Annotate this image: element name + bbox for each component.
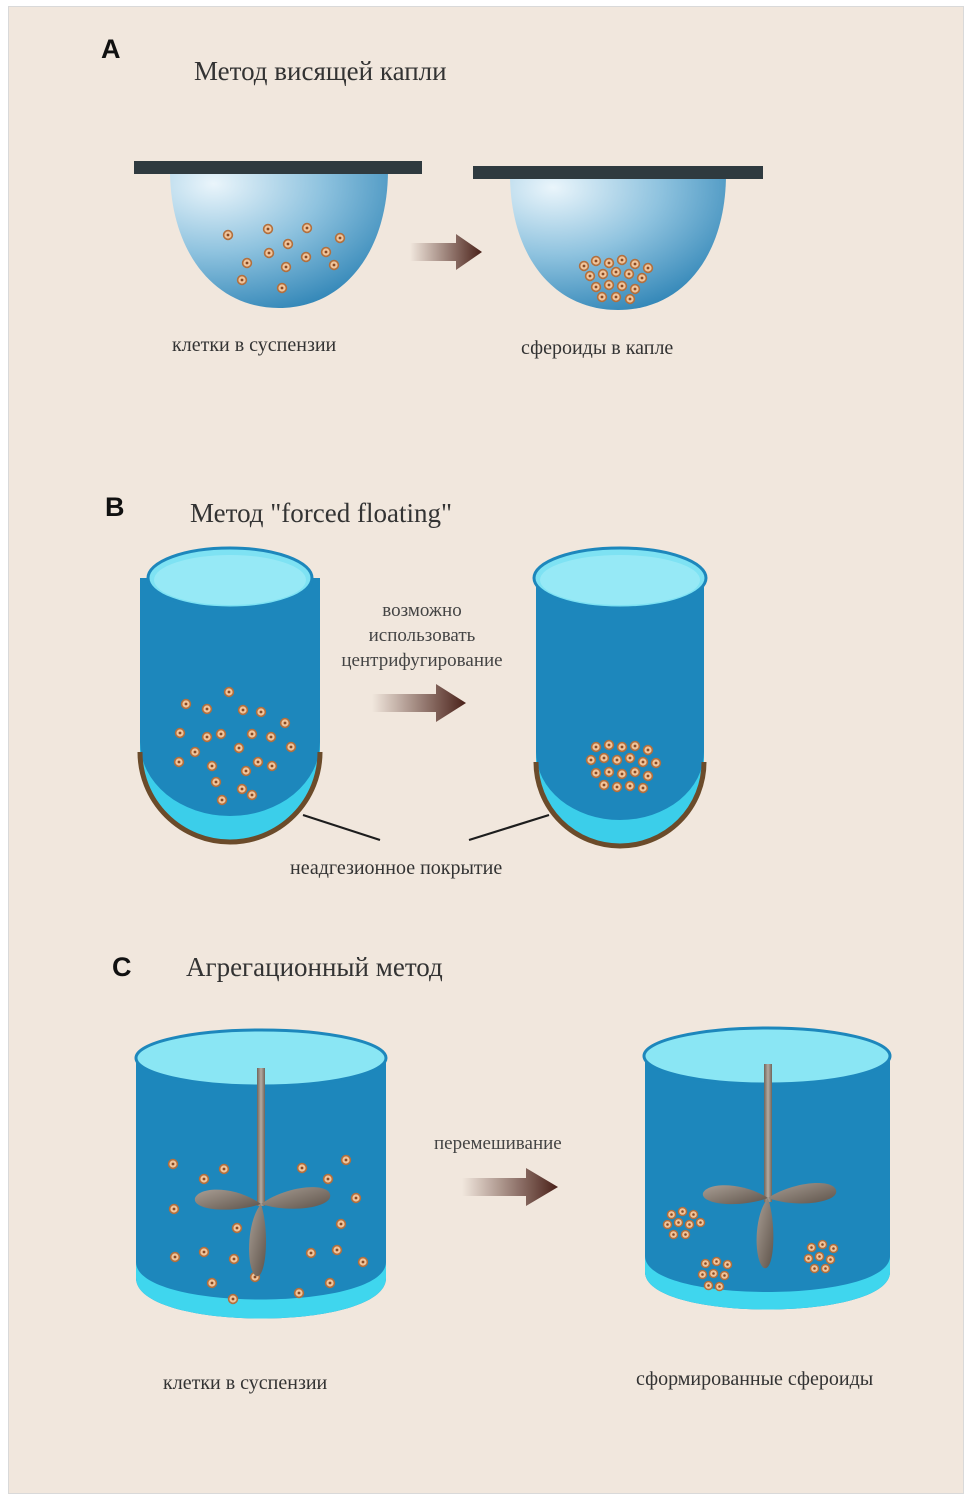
hanging-drop-left: [134, 161, 422, 308]
arrow-note-line-1: возможно: [382, 600, 462, 621]
panel-c-right-caption: сформированные сфероиды: [636, 1368, 874, 1390]
hanging-drop-right: [473, 166, 763, 310]
panel-c-arrow-note: перемешивание: [434, 1133, 562, 1154]
arrow-a: [410, 234, 482, 270]
panel-c-left-caption: клетки в суспензии: [163, 1372, 328, 1394]
arrow-note-line-3: центрифугирование: [341, 650, 503, 671]
arrow-b: [372, 684, 466, 722]
stirrer-left: [194, 1068, 331, 1277]
tube-left: [137, 546, 323, 845]
pointer-line-left: [302, 813, 381, 842]
arrow-c: [462, 1168, 558, 1206]
panel-b-arrow-note: возможно использовать центрифугирование: [318, 598, 526, 673]
stirrer-right: [702, 1064, 837, 1269]
panel-a-right-caption: сфероиды в капле: [521, 337, 674, 359]
panel-a-left-caption: клетки в суспензии: [172, 334, 337, 356]
panel-a-letter: A: [101, 34, 121, 64]
plate-bar-right: [473, 166, 763, 179]
panel-b-title: Метод "forced floating": [190, 498, 453, 528]
arrow-note-line-2: использовать: [368, 625, 476, 646]
panel-b-coating-caption: неадгезионное покрытие: [290, 857, 503, 879]
plate-bar-left: [134, 161, 422, 174]
panel-c-letter: C: [112, 952, 132, 982]
panel-b-artwork: [137, 546, 708, 849]
panel-a-title: Метод висящей капли: [194, 56, 447, 86]
panel-c-title: Агрегационный метод: [186, 952, 443, 982]
panel-c-artwork: [134, 1026, 892, 1319]
pointer-line-right: [468, 813, 550, 842]
panel-b-letter: B: [105, 492, 125, 522]
tube-right: [532, 546, 708, 849]
non-adhesive-coating-left: [137, 751, 323, 845]
panel-a-artwork: [134, 161, 763, 310]
non-adhesive-coating-right: [533, 761, 707, 849]
